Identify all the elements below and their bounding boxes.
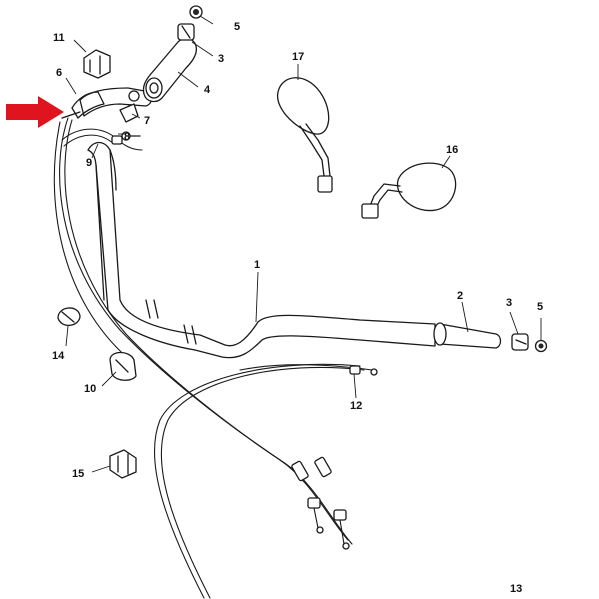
bracket-7[interactable]: [119, 103, 139, 123]
callout-5-top: 5: [234, 21, 240, 33]
clip-15[interactable]: [109, 449, 137, 479]
screw-top[interactable]: [189, 5, 203, 19]
callout-10: 10: [84, 383, 96, 395]
callout-labels: 1 2 3 3 4 5 5 6 7 8 9 10 11 12 13 14 15 …: [52, 21, 543, 595]
callout-14: 14: [52, 350, 65, 362]
hose-9[interactable]: [61, 128, 143, 151]
callout-2: 2: [457, 290, 463, 302]
grip-end-top[interactable]: [177, 23, 195, 41]
cable-holder-11[interactable]: [83, 49, 111, 79]
callout-8: 8: [124, 131, 130, 143]
screw-right[interactable]: [534, 339, 548, 353]
right-grip[interactable]: [433, 322, 502, 349]
clamp-14[interactable]: [57, 307, 81, 326]
callout-9: 9: [86, 157, 92, 169]
leader-lines: [65, 15, 542, 473]
handlebar[interactable]: [87, 141, 436, 359]
callout-16: 16: [446, 144, 458, 156]
mirror-right[interactable]: [361, 162, 457, 219]
callout-17: 17: [292, 51, 304, 63]
callout-4: 4: [204, 84, 211, 96]
callout-12: 12: [350, 400, 362, 412]
callout-3-top: 3: [218, 53, 224, 65]
callout-7: 7: [144, 115, 150, 127]
callout-11: 11: [53, 32, 65, 44]
throttle-grip[interactable]: [142, 37, 198, 103]
cable-12[interactable]: [239, 364, 378, 376]
mirror-left[interactable]: [277, 77, 333, 193]
callout-3-right: 3: [506, 297, 512, 309]
cables-13[interactable]: [53, 117, 365, 599]
callout-15: 15: [72, 468, 84, 480]
cable-end-fittings[interactable]: [291, 456, 350, 550]
red-arrow-indicator: [6, 96, 64, 128]
callout-5-right: 5: [537, 301, 543, 313]
grip-end-right[interactable]: [511, 333, 529, 351]
callout-13: 13: [510, 583, 522, 595]
callout-6: 6: [56, 67, 62, 79]
clamp-10[interactable]: [109, 351, 137, 381]
callout-1: 1: [254, 259, 260, 271]
